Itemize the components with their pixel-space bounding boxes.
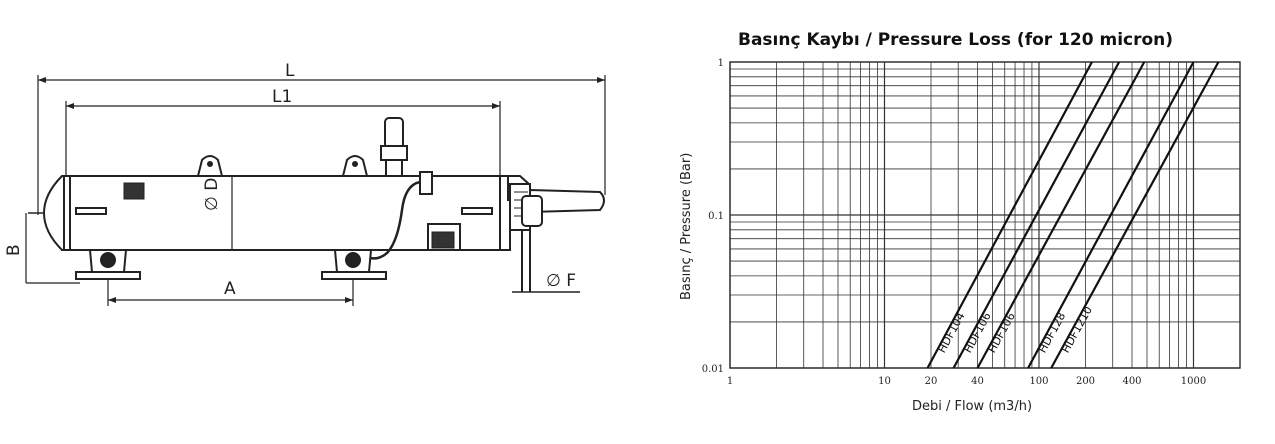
dimension-l1: L1 [65,87,501,178]
dimension-b-label: B [4,244,24,256]
series-line [976,61,1146,369]
chart-title: Basınç Kaybı / Pressure Loss (for 120 mi… [738,30,1173,50]
filter-body [28,175,511,251]
dimension-a: A [107,279,354,306]
x-axis-label: Debi / Flow (m3/h) [912,399,1032,414]
chart-grid [729,61,1241,369]
x-tick-label: 1 [727,376,733,387]
chart-ticks: 1 10 20 40 100 200 400 1000 0.01 0.1 1 [702,58,1206,387]
x-tick-label: 10 [878,376,891,387]
series-line [1050,61,1220,369]
x-tick-label: 1000 [1181,376,1206,387]
series-label: HDF1210 [1059,304,1095,355]
series-line [1027,61,1195,369]
motor-assembly [419,171,605,293]
dimension-d-label: ∅ D [202,178,222,211]
pressure-loss-chart: Basınç Kaybı / Pressure Loss (for 120 mi… [679,30,1241,414]
y-tick-label: 1 [718,58,724,69]
x-tick-label: 400 [1122,376,1141,387]
y-tick-label: 0.01 [702,364,724,375]
filter-technical-drawing: L L1 ∅ D [4,61,606,306]
series-line [952,61,1121,369]
series-line [926,61,1093,369]
dimension-f-label: ∅ F [546,271,576,291]
support-feet [75,249,387,280]
x-tick-label: 200 [1076,376,1095,387]
y-tick-label: 0.1 [708,211,724,222]
dimension-a-label: A [224,279,236,299]
y-axis-label: Basınç / Pressure (Bar) [679,153,694,300]
control-hose [369,180,421,260]
x-tick-label: 40 [971,376,984,387]
dimension-d: ∅ D [202,176,233,250]
dimension-l-label: L [285,61,295,81]
dimension-l1-label: L1 [272,87,292,107]
air-release-valve [380,117,408,177]
x-tick-label: 20 [925,376,938,387]
dimension-b: B [4,213,80,284]
x-tick-label: 100 [1029,376,1048,387]
dimension-l: L [37,61,606,215]
lifting-lugs [196,155,369,177]
